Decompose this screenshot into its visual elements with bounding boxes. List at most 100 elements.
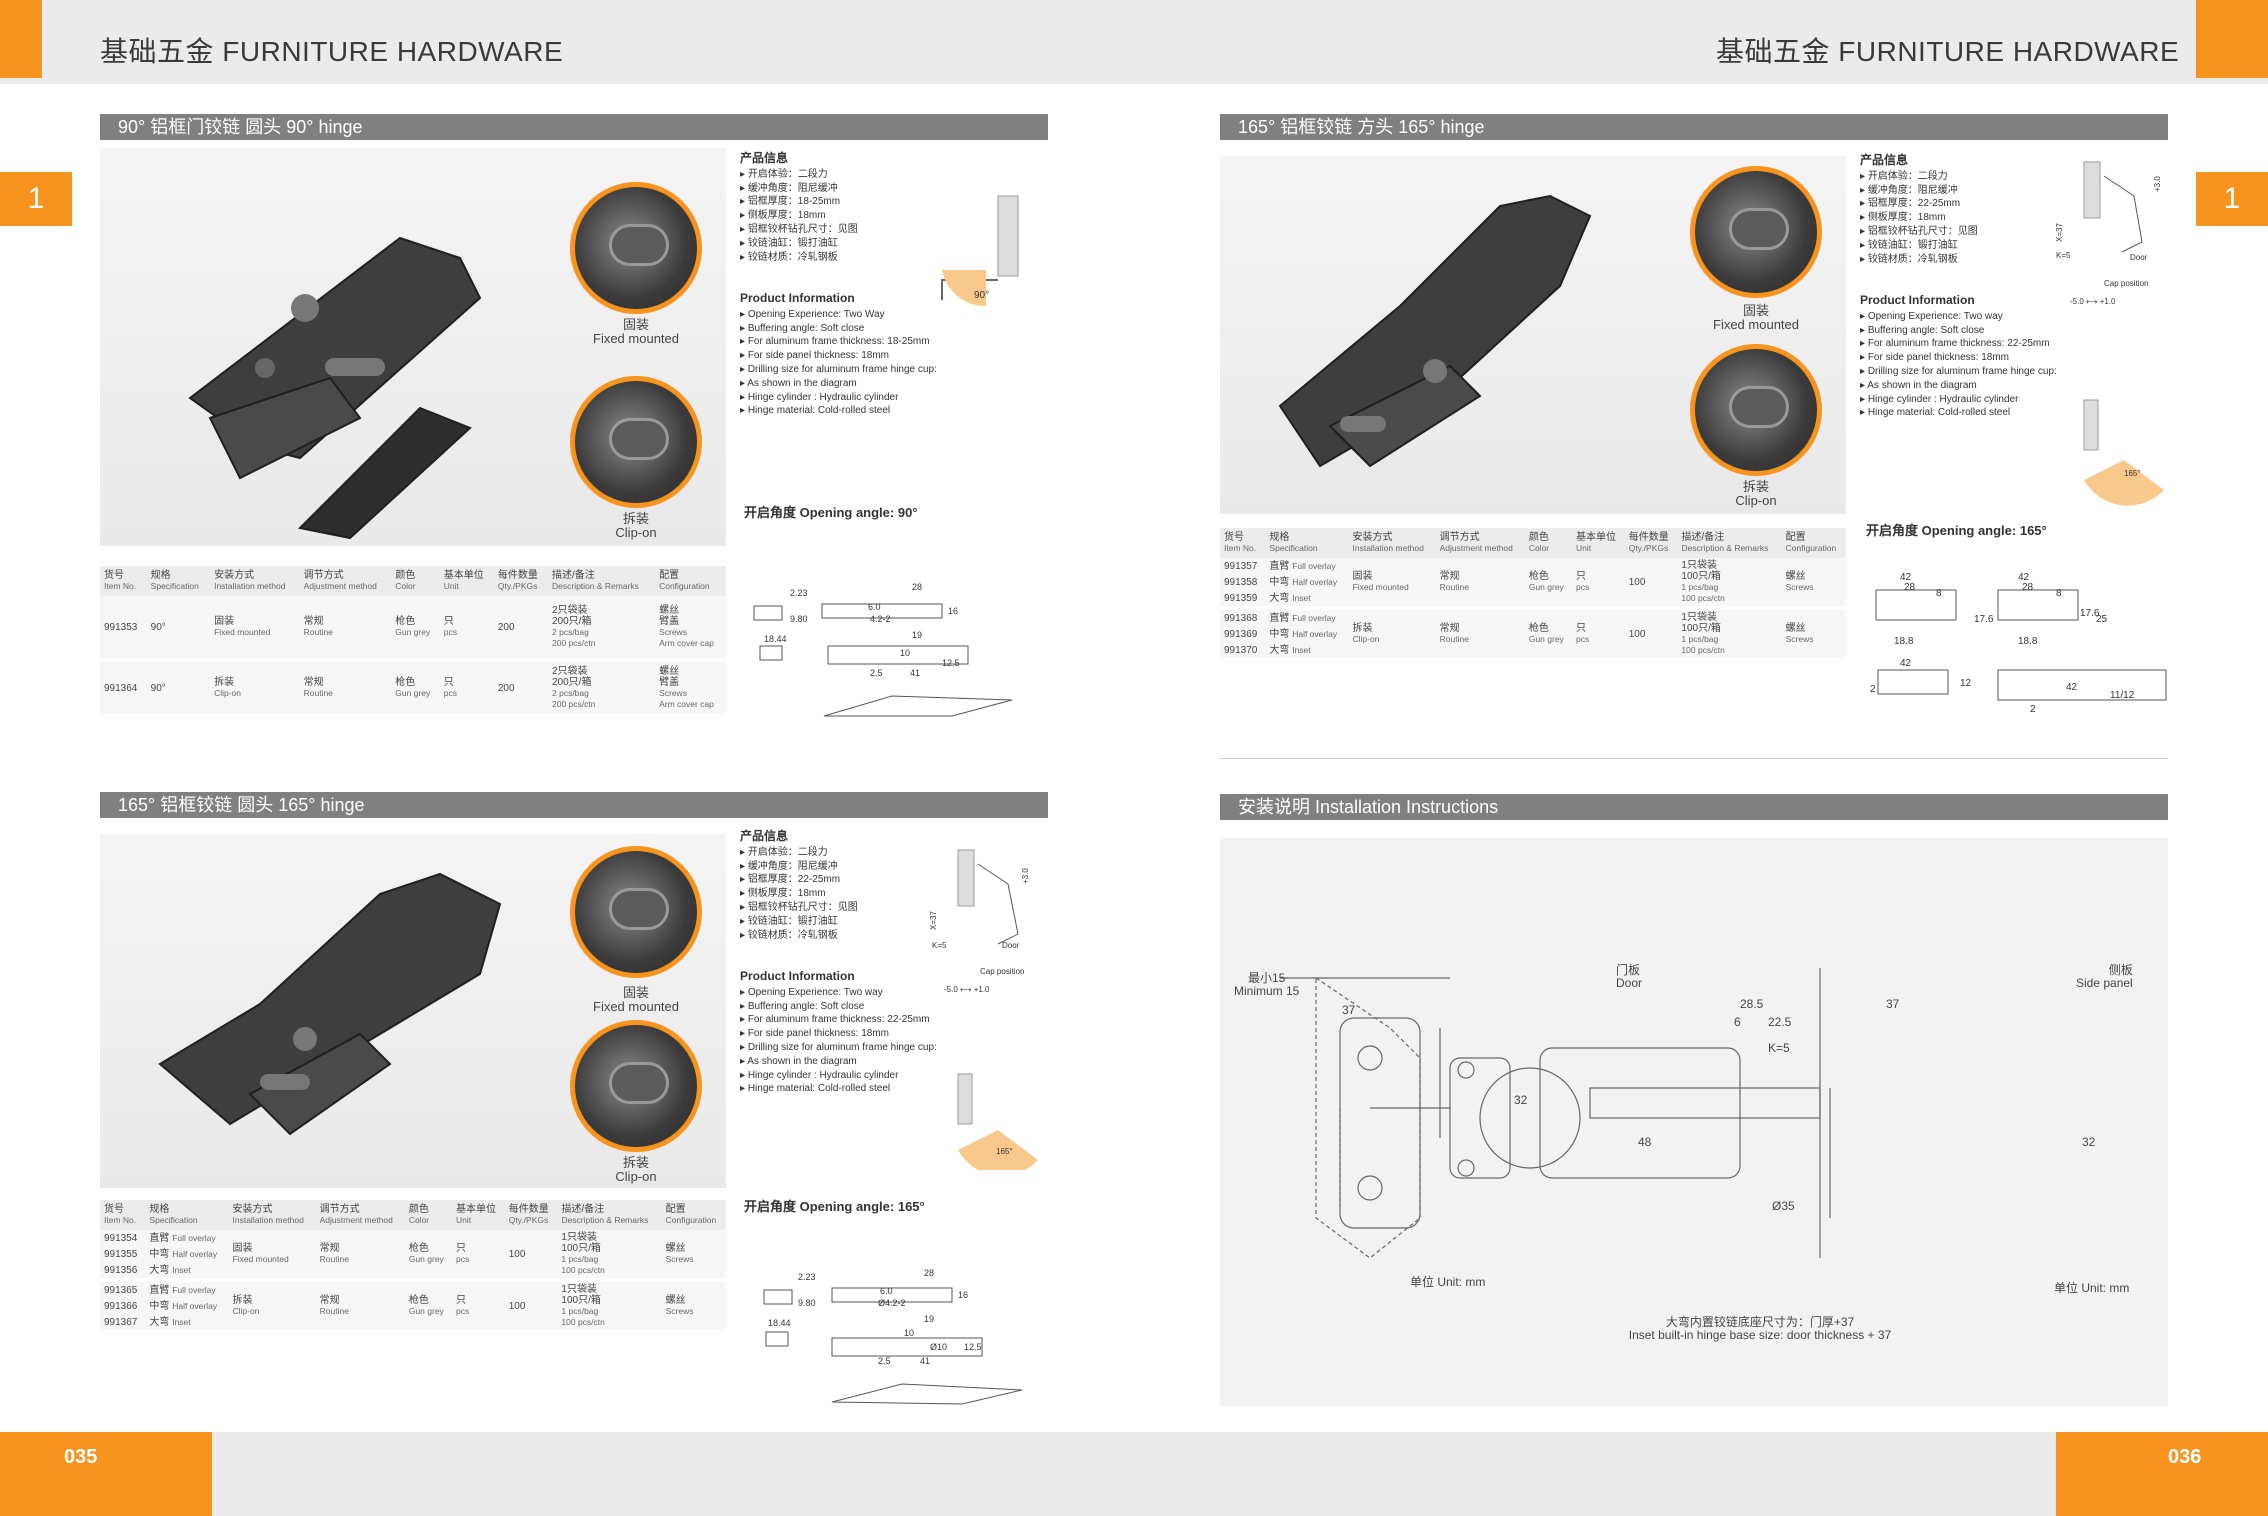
- svg-text:4.2-2: 4.2-2: [870, 614, 891, 624]
- footer-band: [0, 1432, 2268, 1516]
- dim-37-left: 37: [1342, 1003, 1356, 1017]
- hinge-illustration: [188, 236, 482, 540]
- svg-text:Ø10: Ø10: [930, 1342, 947, 1352]
- opening-diagram-165-square: 165°: [2060, 396, 2170, 506]
- svg-text:Ø4.2-2: Ø4.2-2: [878, 1298, 906, 1308]
- svg-text:6.0: 6.0: [880, 1286, 893, 1296]
- svg-text:165°: 165°: [2124, 469, 2141, 478]
- unit-label-left: 单位 Unit: mm: [1410, 1275, 1486, 1289]
- product-info-en-90: Product Information Opening Experience: …: [740, 291, 980, 418]
- svg-text:18.44: 18.44: [768, 1318, 791, 1328]
- svg-text:41: 41: [920, 1356, 930, 1366]
- svg-text:16: 16: [948, 606, 958, 616]
- svg-text:19: 19: [912, 630, 922, 640]
- svg-text:42: 42: [1900, 572, 1912, 583]
- opening-diagram-165-round: 165°: [938, 1070, 1048, 1176]
- svg-text:X=37: X=37: [2055, 223, 2064, 242]
- product-info-en-165-round: Product Information Opening Experience: …: [740, 969, 980, 1096]
- svg-text:17.6: 17.6: [2080, 608, 2100, 619]
- svg-text:18.44: 18.44: [764, 634, 787, 644]
- svg-text:K=5: K=5: [932, 941, 947, 950]
- cap-position-diagram: +3.0 X=37 K=5 Door Cap position -5.0 ⟷ +…: [2050, 152, 2170, 312]
- installation-drawing: [1280, 968, 1831, 1259]
- product-info-cn-165-square: 产品信息 开启体验：二段力缓冲角度：阻尼缓冲铝框厚度：22-25mm侧板厚度：1…: [1860, 153, 2080, 266]
- svg-text:90°: 90°: [974, 290, 989, 301]
- cap-position-diagram: +3.0 X=37 K=5 Door Cap position -5.0 ⟷ +…: [928, 844, 1048, 1024]
- svg-text:9.80: 9.80: [790, 614, 808, 624]
- svg-text:25: 25: [2096, 614, 2108, 625]
- chapter-tab-right: 1: [2196, 172, 2268, 226]
- svg-text:12: 12: [1960, 678, 1972, 689]
- svg-text:17.6: 17.6: [1974, 614, 1994, 625]
- svg-text:9.80: 9.80: [798, 1298, 816, 1308]
- section-bar-165-square: 165° 铝框铰链 方头 165° hinge: [1220, 114, 2168, 140]
- dim-22-5: 22.5: [1768, 1015, 1792, 1029]
- svg-text:12.5: 12.5: [942, 658, 960, 668]
- section-bar-90-hinge: 90° 铝框门铰链 圆头 90° hinge: [100, 114, 1048, 140]
- svg-text:42: 42: [1900, 658, 1912, 669]
- svg-text:10: 10: [900, 648, 910, 658]
- section-bar-installation: 安装说明 Installation Instructions: [1220, 794, 2168, 820]
- opening-angle-90: 开启角度 Opening angle: 90°: [744, 505, 918, 520]
- svg-text:-5.0 ⟷ +1.0: -5.0 ⟷ +1.0: [944, 985, 990, 994]
- svg-text:42: 42: [2018, 572, 2030, 583]
- opening-angle-165-square: 开启角度 Opening angle: 165°: [1866, 523, 2047, 538]
- svg-text:2.5: 2.5: [870, 668, 883, 678]
- detail-circle-clip: [570, 376, 702, 508]
- svg-text:Cap position: Cap position: [2104, 279, 2148, 288]
- svg-text:18.8: 18.8: [2018, 636, 2038, 647]
- product-info-cn-90: 产品信息 开启体验：二段力缓冲角度：阻尼缓冲铝框厚度：18-25mm侧板厚度：1…: [740, 151, 980, 264]
- svg-text:10: 10: [904, 1328, 914, 1338]
- dim-28-5: 28.5: [1740, 997, 1764, 1011]
- svg-text:12.5: 12.5: [964, 1342, 982, 1352]
- svg-text:X=37: X=37: [929, 911, 938, 930]
- svg-text:28: 28: [1904, 582, 1916, 593]
- detail-circle-clip: [1690, 344, 1822, 476]
- svg-text:28: 28: [2022, 582, 2034, 593]
- svg-text:6.0: 6.0: [868, 602, 881, 612]
- svg-text:2.5: 2.5: [878, 1356, 891, 1366]
- svg-text:K=5: K=5: [2056, 251, 2071, 260]
- svg-text:+3.0: +3.0: [2153, 176, 2162, 192]
- opening-angle-165-round: 开启角度 Opening angle: 165°: [744, 1199, 925, 1214]
- svg-text:Door: Door: [1002, 941, 1020, 950]
- svg-text:2: 2: [1870, 684, 1876, 695]
- unit-label-right: 单位 Unit: mm: [2054, 1281, 2130, 1295]
- dim-48: 48: [1638, 1135, 1652, 1149]
- page-number-left: 035: [64, 1446, 98, 1468]
- svg-text:18.8: 18.8: [1894, 636, 1914, 647]
- dim-k5: K=5: [1768, 1041, 1790, 1055]
- svg-text:2: 2: [2030, 704, 2036, 715]
- dim-6: 6: [1734, 1015, 1741, 1029]
- page-number-right: 036: [2168, 1446, 2202, 1468]
- hinge-illustration: [158, 872, 502, 1136]
- dim-32-right: 32: [2082, 1135, 2096, 1149]
- svg-text:2.23: 2.23: [798, 1272, 816, 1282]
- corner-accent-left: [0, 0, 42, 78]
- hinge-illustration: [1278, 194, 1592, 468]
- svg-text:16: 16: [958, 1290, 968, 1300]
- dim-32-left: 32: [1514, 1093, 1528, 1107]
- product-info-en-165-square: Product Information Opening Experience: …: [1860, 293, 2090, 420]
